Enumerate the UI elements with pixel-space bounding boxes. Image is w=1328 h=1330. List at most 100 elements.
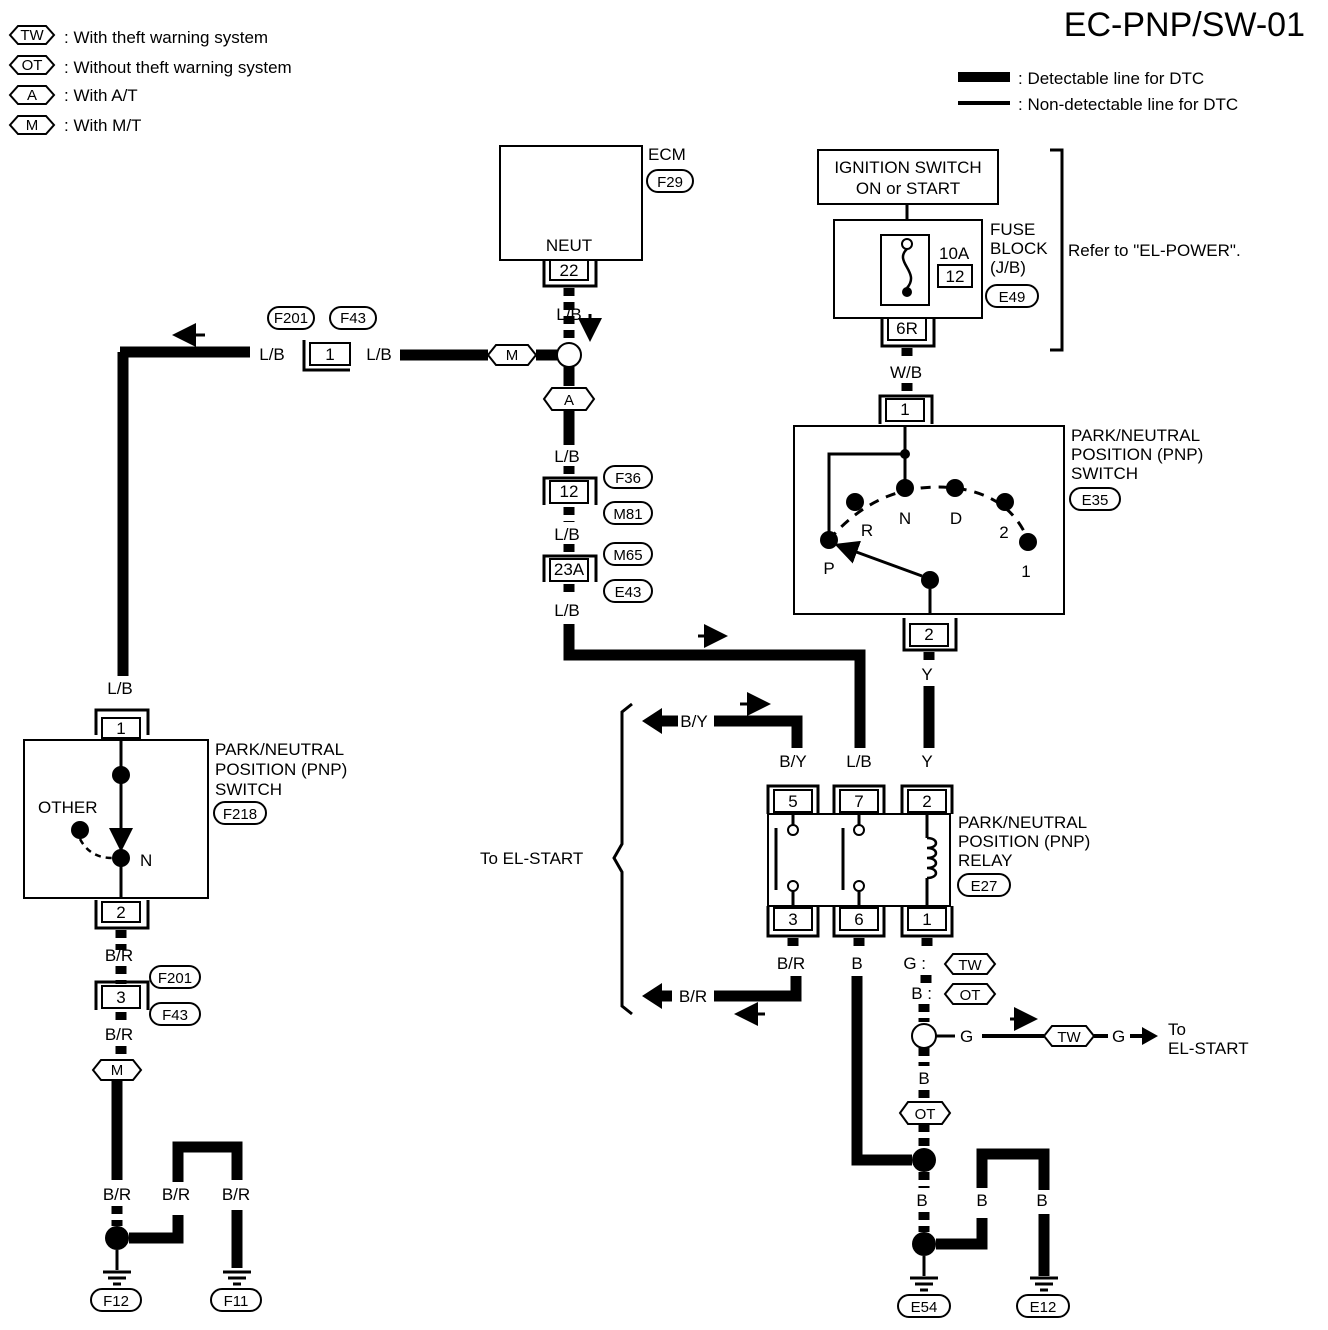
- svg-text:OT: OT: [960, 987, 981, 1004]
- legend-ot: OT : Without theft warning system: [8, 55, 292, 77]
- svg-text:1: 1: [325, 345, 334, 364]
- svg-text:ON or START: ON or START: [856, 179, 960, 198]
- svg-text:5: 5: [788, 792, 797, 811]
- svg-text:: Without theft warning system: : Without theft warning system: [64, 58, 292, 77]
- svg-text:POSITION (PNP): POSITION (PNP): [1071, 445, 1203, 464]
- wire-label-lb-3: L/B: [259, 345, 285, 364]
- svg-text:TW: TW: [1057, 1029, 1081, 1046]
- wire-label-b-2: B: [918, 1069, 929, 1088]
- fuse-block: 10A 12 FUSE BLOCK (J/B) E49 6R: [833, 219, 1048, 348]
- svg-text:NEUT: NEUT: [546, 236, 592, 255]
- tag-a: [542, 387, 596, 411]
- svg-text:E43: E43: [615, 584, 642, 601]
- pnp-switch-at: 1 R N D 2 P 1 PARK/NEUTRAL POSITION (PNP…: [793, 394, 1203, 652]
- svg-text:FUSE: FUSE: [990, 220, 1035, 239]
- svg-text:OT: OT: [915, 1106, 936, 1123]
- svg-text:E35: E35: [1082, 492, 1109, 509]
- svg-text:OTHER: OTHER: [38, 798, 98, 817]
- svg-text:7: 7: [854, 792, 863, 811]
- svg-text:RELAY: RELAY: [958, 851, 1013, 870]
- svg-text:F11: F11: [224, 1293, 249, 1310]
- svg-text:: With A/T: : With A/T: [64, 86, 138, 105]
- svg-text:3: 3: [116, 988, 125, 1007]
- tag-ot-2: [898, 1101, 952, 1125]
- wire-label-y-1: Y: [921, 665, 932, 684]
- svg-text:F201: F201: [274, 310, 308, 327]
- splice-ecm: [556, 342, 582, 368]
- svg-text:6R: 6R: [896, 319, 918, 338]
- wire-label-wb: W/B: [890, 363, 922, 382]
- wire-label-br-3: B/R: [103, 1185, 131, 1204]
- wire-label-g-1: G: [960, 1027, 973, 1046]
- wire-label-lb-at1: L/B: [554, 447, 580, 466]
- wire-label-y-2: Y: [921, 752, 932, 771]
- svg-text:SWITCH: SWITCH: [1071, 464, 1138, 483]
- svg-text:12: 12: [560, 482, 579, 501]
- svg-text:1: 1: [116, 719, 125, 738]
- svg-text:E12: E12: [1030, 1299, 1057, 1316]
- connector-12-f36-m81: 12 F36 M81: [542, 465, 653, 525]
- ground-e12: E12: [1016, 1276, 1070, 1318]
- svg-text:(J/B): (J/B): [990, 258, 1026, 277]
- svg-text:22: 22: [560, 261, 579, 280]
- page-title: EC-PNP/SW-01: [1064, 6, 1305, 44]
- svg-text:F29: F29: [657, 174, 683, 191]
- splice-b-1: [912, 1148, 936, 1172]
- tag-m-bottom: [91, 1059, 143, 1081]
- svg-text:D: D: [950, 509, 962, 528]
- svg-text:N: N: [140, 851, 152, 870]
- svg-text:PARK/NEUTRAL: PARK/NEUTRAL: [1071, 426, 1200, 445]
- svg-text:12: 12: [946, 267, 965, 286]
- svg-text:TW: TW: [958, 957, 982, 974]
- ground-e54: E54: [897, 1256, 951, 1318]
- svg-text:: With theft warning system: : With theft warning system: [64, 28, 268, 47]
- svg-text:E54: E54: [911, 1299, 938, 1316]
- svg-text:BLOCK: BLOCK: [990, 239, 1048, 258]
- svg-text:1: 1: [900, 400, 909, 419]
- svg-text:SWITCH: SWITCH: [215, 780, 282, 799]
- wire-label-g-2: G: [1112, 1027, 1125, 1046]
- ignition-switch: IGNITION SWITCH ON or START: [817, 149, 999, 205]
- wire-label-by-1: B/Y: [680, 712, 707, 731]
- svg-text:6: 6: [854, 910, 863, 929]
- svg-text:M81: M81: [613, 506, 642, 523]
- wire-label-br-out: B/R: [679, 987, 707, 1006]
- svg-text:OT: OT: [22, 57, 43, 74]
- svg-text:F218: F218: [223, 806, 257, 823]
- wire-label-lb-mt: L/B: [107, 679, 133, 698]
- legend-tw: TW : With theft warning system: [8, 25, 268, 47]
- svg-text:2: 2: [116, 903, 125, 922]
- splice-f12: [105, 1226, 129, 1250]
- svg-text:P: P: [823, 559, 834, 578]
- wire-label-br-1: B/R: [105, 946, 133, 965]
- svg-text:2: 2: [924, 625, 933, 644]
- svg-text:M: M: [506, 347, 519, 364]
- legend-m: M : With M/T: [8, 115, 141, 135]
- to-right-line2: EL-START: [1168, 1039, 1249, 1058]
- connector-f201-f43-1: F201 F43 1: [267, 306, 377, 372]
- svg-text:M: M: [111, 1062, 124, 1079]
- svg-text:N: N: [899, 509, 911, 528]
- svg-text:F36: F36: [615, 470, 641, 487]
- legend-a: A : With A/T: [8, 85, 138, 105]
- ecm-block: ECM F29 NEUT 22: [499, 145, 694, 288]
- svg-text:POSITION (PNP): POSITION (PNP): [215, 760, 347, 779]
- wire-label-lb-ecm: L/B: [556, 305, 582, 324]
- svg-text:M: M: [26, 117, 39, 134]
- wire-label-lb-at2: L/B: [554, 525, 580, 544]
- svg-text:: With M/T: : With M/T: [64, 116, 141, 135]
- wire-label-lb-2: L/B: [366, 345, 392, 364]
- to-right-line1: To: [1168, 1020, 1186, 1039]
- svg-text:A: A: [564, 392, 574, 409]
- connector-f201-f43-3: 3 F201 F43: [94, 965, 201, 1026]
- line-legend: : Detectable line for DTC : Non-detectab…: [958, 69, 1238, 114]
- svg-text:E49: E49: [999, 289, 1026, 306]
- refer-el-power: Refer to "EL-POWER".: [1068, 241, 1241, 260]
- svg-text:1: 1: [1021, 562, 1030, 581]
- svg-text:R: R: [861, 521, 873, 540]
- wire-label-br-relay: B/R: [777, 954, 805, 973]
- tag-legend: TW : With theft warning system OT : With…: [8, 25, 292, 135]
- svg-text:PARK/NEUTRAL: PARK/NEUTRAL: [958, 813, 1087, 832]
- tag-ot-1: [943, 983, 997, 1005]
- splice-b-2: [912, 1232, 936, 1256]
